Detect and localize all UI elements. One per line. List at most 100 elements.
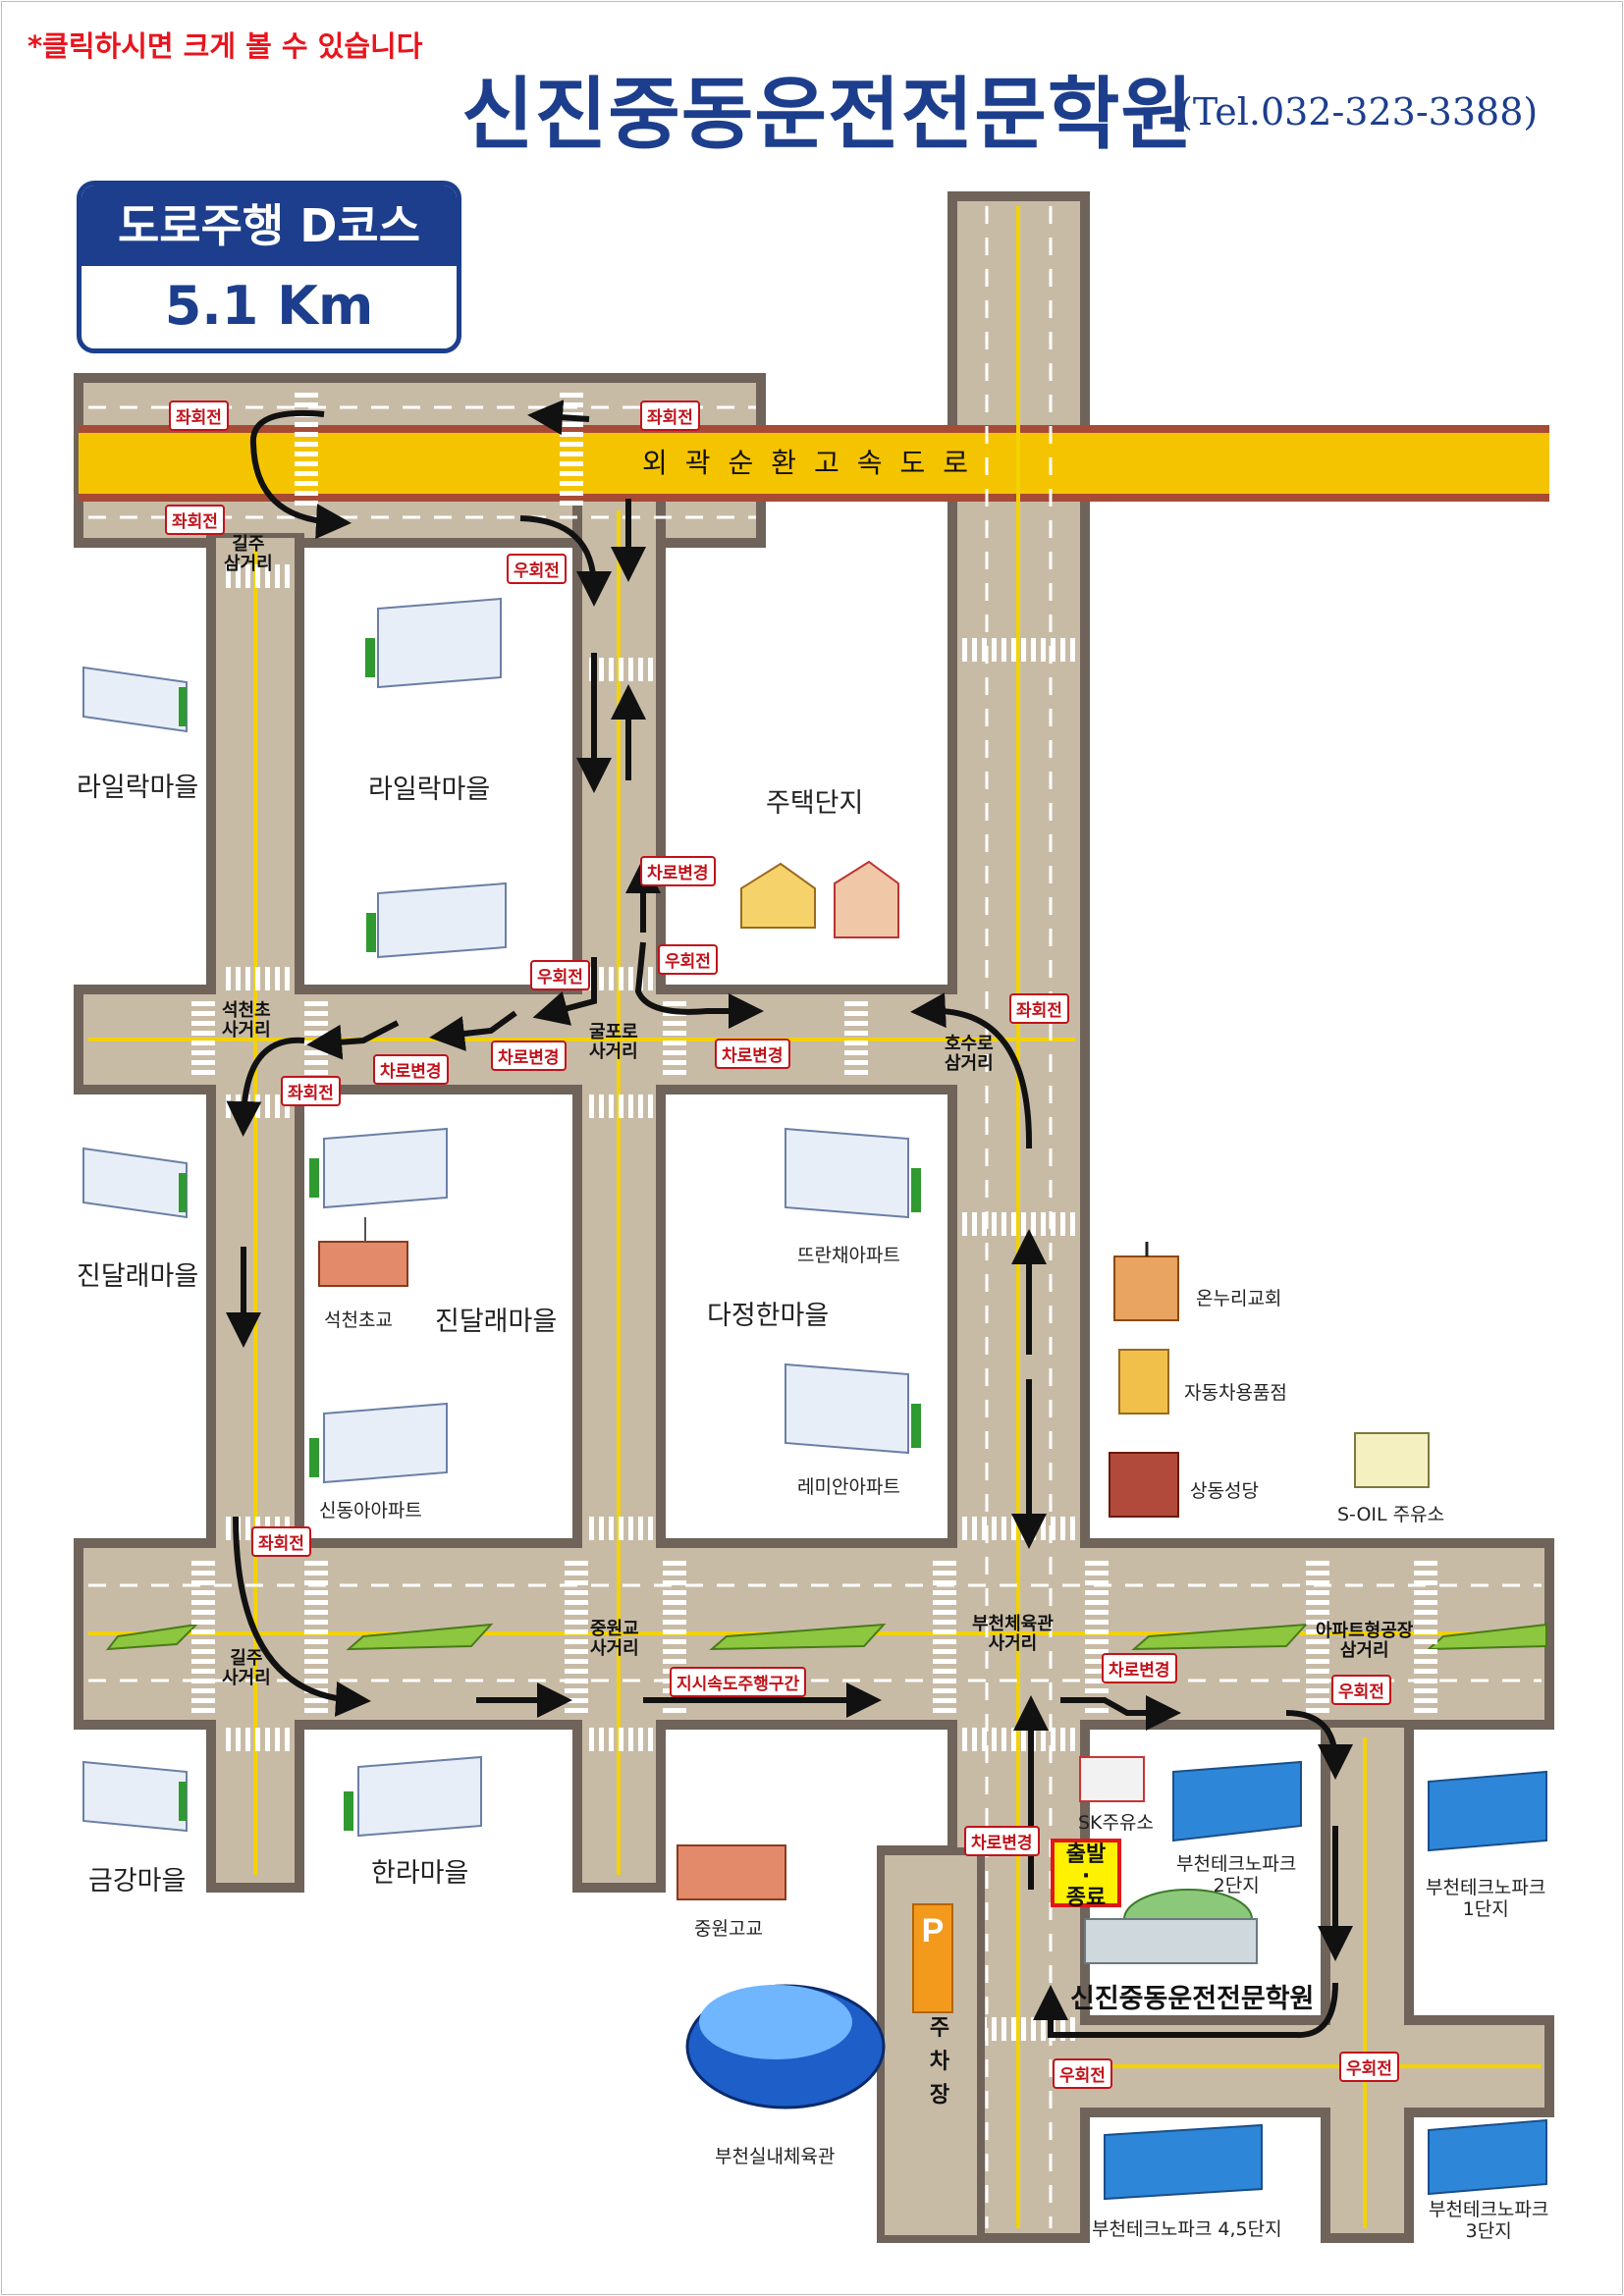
intersection-gulporo: 굴포로 사거리 xyxy=(589,1023,638,1062)
apartment-icon xyxy=(365,597,502,689)
course-name: 도로주행 D코스 xyxy=(81,186,457,266)
church-icon xyxy=(1113,1242,1179,1321)
medians xyxy=(105,1623,1547,1651)
apartment-icon xyxy=(309,1127,448,1209)
intersection-seokcheoncho: 석천초 사거리 xyxy=(222,1001,271,1041)
area-lilac: 라일락마을 xyxy=(368,774,491,805)
tag-right-turn: 우회전 xyxy=(1053,2058,1112,2089)
techno-park-icons xyxy=(1104,1760,1547,2201)
enlarge-notice[interactable]: *클릭하시면 크게 볼 수 있습니다 xyxy=(27,29,423,63)
tag-right-turn: 우회전 xyxy=(1331,1675,1391,1705)
label-sindonga: 신동아아파트 xyxy=(319,1500,422,1522)
tag-right-turn: 우회전 xyxy=(530,960,590,990)
apartment-icon xyxy=(785,1127,921,1219)
label-auto-parts: 자동차용품점 xyxy=(1184,1382,1287,1404)
driving-school-label: 신진중동운전전문학원 xyxy=(1070,1984,1315,2014)
label-techno1: 부천테크노파크 1단지 xyxy=(1426,1877,1546,1920)
tag-left-turn: 좌회전 xyxy=(251,1526,311,1557)
apartment-icons xyxy=(82,597,921,1838)
gas-station-soil-icon xyxy=(1354,1432,1430,1488)
route-path xyxy=(226,400,1353,2039)
intersection-jungwongyo: 중원교 사거리 xyxy=(590,1620,639,1659)
area-jindallae: 진달래마을 xyxy=(435,1307,558,1337)
label-soil: S-OIL 주유소 xyxy=(1337,1504,1445,1525)
high-school-icon xyxy=(677,1844,786,1900)
tag-right-turn: 우회전 xyxy=(507,554,567,584)
course-distance: 5.1 Km xyxy=(164,275,374,337)
label-onnuri: 온누리교회 xyxy=(1196,1288,1282,1309)
intersection-gilju-north: 길주 삼거리 xyxy=(224,535,273,574)
intersection-label: 길주 사거리 xyxy=(222,1648,271,1688)
parking-label: 주 차 장 xyxy=(928,2012,951,2112)
tag-right-turn: 우회전 xyxy=(1339,2052,1399,2082)
start-end-marker: 출발 · 종료 xyxy=(1051,1839,1121,1910)
tag-left-turn: 좌회전 xyxy=(640,400,700,431)
apartment-icon xyxy=(309,1402,448,1484)
page-title: 신진중동운전전문학원 xyxy=(461,68,1194,160)
parking-sign-letter: P xyxy=(922,1912,945,1949)
driving-school-building-icon xyxy=(1084,1889,1258,1964)
label-indoor-gym: 부천실내체육관 xyxy=(715,2146,836,2167)
intersection-apt-factory: 아파트형공장 삼거리 xyxy=(1316,1622,1413,1661)
intersection-label: 부천체육관 사거리 xyxy=(972,1614,1054,1654)
expressway-label: 외곽순환고속도로 xyxy=(641,447,987,479)
gas-station-sk-icon xyxy=(1079,1756,1145,1802)
tag-right-turn: 우회전 xyxy=(658,944,718,975)
houses-icon xyxy=(740,860,899,938)
area-lilac-west: 라일락마을 xyxy=(77,773,199,803)
techno2-building-icon xyxy=(1172,1760,1302,1842)
tag-left-turn: 좌회전 xyxy=(169,400,229,431)
label-remian: 레미안아파트 xyxy=(797,1476,900,1498)
tag-lane-change: 차로변경 xyxy=(1102,1653,1177,1683)
start-end-label: 출발 · 종료 xyxy=(1065,1842,1107,1910)
apartment-icon xyxy=(366,881,507,959)
intersection-bucheon-gym: 부천체육관 사거리 xyxy=(972,1615,1054,1654)
area-housing: 주택단지 xyxy=(766,788,864,819)
area-dajeonghan: 다정한마을 xyxy=(707,1301,830,1331)
indoor-gym-dome-icon xyxy=(685,1984,886,2109)
apartment-icon xyxy=(82,1760,188,1833)
tag-left-turn: 좌회전 xyxy=(281,1076,341,1106)
tag-lane-change: 차로변경 xyxy=(640,856,716,886)
tag-left-turn: 좌회전 xyxy=(1009,993,1069,1024)
intersection-label: 석천초 사거리 xyxy=(222,1000,271,1041)
apartment-icon xyxy=(785,1362,921,1455)
apartment-icon xyxy=(344,1755,482,1838)
apartment-icon xyxy=(82,666,188,733)
label-techno45: 부천테크노파크 4,5단지 xyxy=(1092,2218,1282,2240)
expressway-band xyxy=(79,425,1549,502)
tag-lane-change: 차로변경 xyxy=(491,1041,567,1071)
techno45-building-icon xyxy=(1104,2123,1263,2201)
tag-lane-change: 차로변경 xyxy=(715,1039,790,1069)
label-techno2: 부천테크노파크 2단지 xyxy=(1176,1853,1297,1896)
label-sk: SK주유소 xyxy=(1078,1812,1154,1834)
auto-parts-store-icon xyxy=(1118,1349,1169,1415)
apartment-icon xyxy=(82,1147,188,1219)
intersection-label: 굴포로 사거리 xyxy=(589,1022,638,1062)
school-building-icon xyxy=(318,1217,408,1287)
intersection-label: 길주 삼거리 xyxy=(224,534,273,574)
intersection-label: 호수로 삼거리 xyxy=(945,1034,994,1074)
area-halla: 한라마을 xyxy=(371,1858,469,1889)
intersection-label: 아파트형공장 삼거리 xyxy=(1316,1621,1414,1661)
intersection-label: 중원교 사거리 xyxy=(590,1619,639,1659)
cathedral-icon xyxy=(1109,1452,1179,1518)
techno1-building-icon xyxy=(1428,1770,1547,1852)
tag-speed-section: 지시속도주행구간 xyxy=(670,1667,807,1697)
label-ddeuranchae: 뜨란채아파트 xyxy=(797,1245,900,1266)
label-seokcheon-school: 석천초교 xyxy=(324,1309,393,1331)
course-badge: 도로주행 D코스 5.1 Km xyxy=(77,181,461,353)
crosswalks xyxy=(191,391,1437,2041)
parking-text: 주 차 장 xyxy=(929,2016,950,2108)
label-techno3: 부천테크노파크 3단지 xyxy=(1429,2199,1549,2242)
phone-number: (Tel.032-323-3388) xyxy=(1178,90,1539,133)
intersection-hosuro: 호수로 삼거리 xyxy=(945,1035,994,1074)
area-geumgang: 금강마을 xyxy=(88,1866,187,1896)
intersection-gilju-south: 길주 사거리 xyxy=(222,1649,271,1688)
tag-left-turn: 좌회전 xyxy=(165,505,225,535)
tag-lane-change: 차로변경 xyxy=(373,1054,449,1085)
parking-road: P xyxy=(877,1847,985,2243)
area-jindallae-west: 진달래마을 xyxy=(77,1261,199,1292)
landmark-icons xyxy=(318,860,1430,2109)
